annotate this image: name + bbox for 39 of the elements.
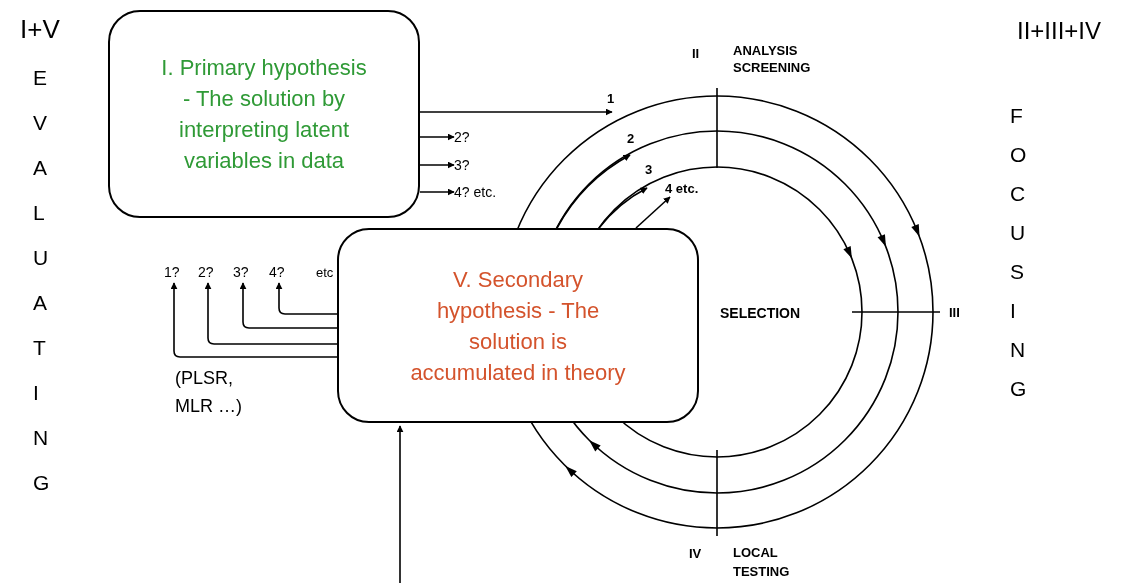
note-text: (PLSR, MLR …) (175, 367, 243, 418)
option-text: 2? (198, 263, 214, 281)
option-text: 2? (454, 128, 470, 146)
stage-label: LOCAL TESTING (733, 544, 791, 581)
arrow (239, 282, 338, 329)
roman-numeral: II (692, 45, 700, 63)
phase-label: II+III+IV (1017, 16, 1102, 46)
hypothesis-text: V. Secondary hypothesis - The solution is accumulated in theory (409, 265, 627, 387)
note-text: etc (316, 264, 334, 282)
arrow (635, 196, 671, 229)
arrow (275, 282, 338, 315)
option-text: 4? (269, 263, 285, 281)
arrow (396, 425, 404, 583)
edge-label: 3 (644, 163, 654, 177)
option-text: 3? (233, 263, 249, 281)
option-text: 1? (164, 263, 180, 281)
arrow (598, 187, 648, 229)
roman-numeral: III (949, 304, 960, 322)
arrow (170, 282, 338, 358)
phase-label: I+V (20, 14, 60, 44)
edge-label: 4 etc. (664, 182, 700, 196)
vertical-label: EVALUATING (33, 65, 59, 496)
stage-label: SELECTION (720, 304, 801, 323)
option-text: 3? (454, 156, 470, 174)
hypothesis-text: I. Primary hypothesis - The solution by interpreting latent variables in data (160, 54, 368, 175)
arrow (204, 282, 338, 345)
arrow (556, 154, 631, 229)
hypothesis-box (337, 228, 699, 423)
stage-label: ANALYSIS SCREENING (733, 42, 812, 76)
arrow (419, 133, 455, 141)
arrow (419, 108, 613, 116)
option-text: 4? etc. (454, 183, 497, 201)
arrow (419, 188, 455, 196)
edge-label: 2 (626, 132, 636, 146)
edge-label: 1 (606, 92, 616, 106)
vertical-label: FOCUSING (1010, 103, 1036, 402)
roman-numeral: IV (689, 545, 702, 563)
arrow (419, 161, 455, 169)
hypothesis-box (108, 10, 420, 218)
